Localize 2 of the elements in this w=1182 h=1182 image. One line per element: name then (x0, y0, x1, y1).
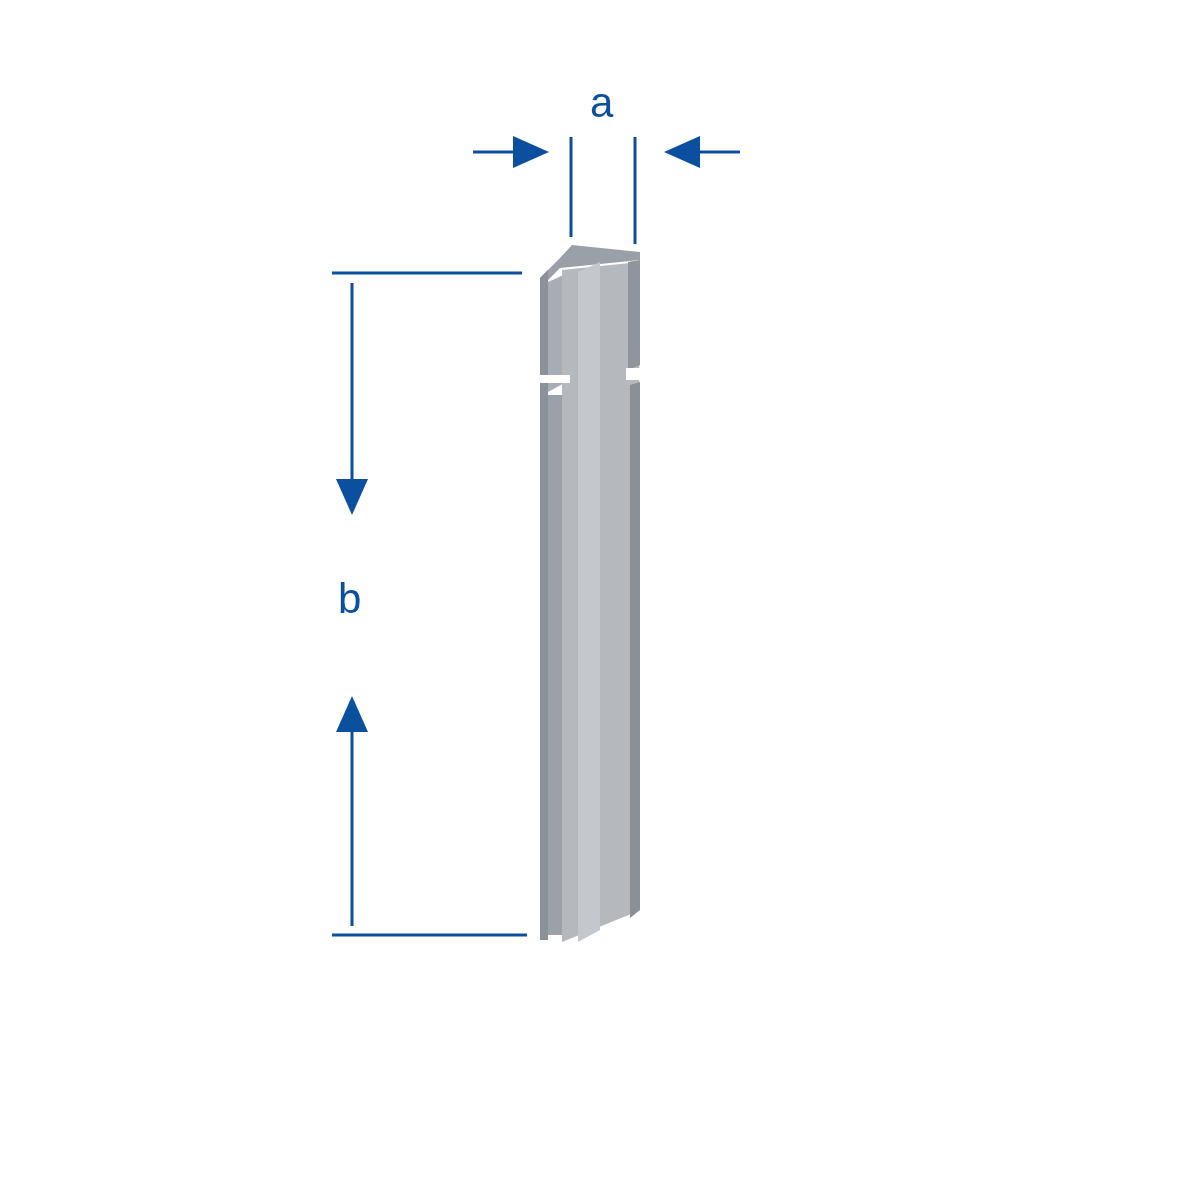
dimension-label: a (590, 82, 614, 124)
dimension-label: b (338, 578, 362, 620)
